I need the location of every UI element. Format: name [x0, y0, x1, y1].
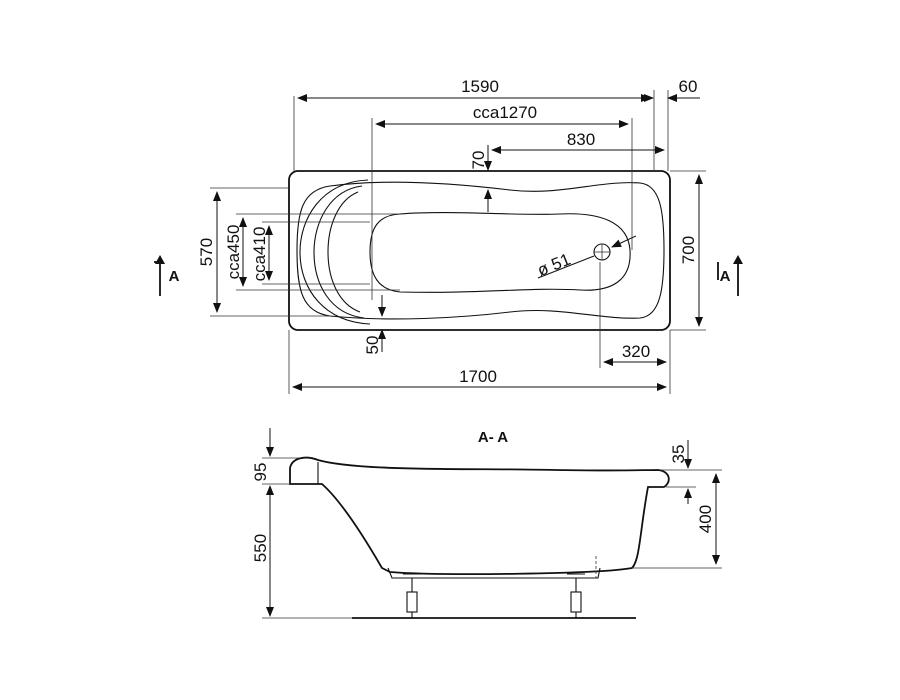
tub-profile	[289, 456, 670, 575]
dim-cca450: cca450	[224, 225, 243, 280]
svg-text:A: A	[720, 268, 731, 285]
dim-70: 70	[469, 151, 488, 170]
tub-basin	[369, 212, 631, 293]
dim-95: 95	[251, 463, 270, 482]
tub-outer-rim	[288, 170, 671, 331]
dim-570: 570	[197, 238, 216, 266]
tub-inner-contour	[296, 181, 665, 320]
headrest-mid	[313, 185, 365, 319]
dim-50: 50	[363, 336, 382, 355]
dim-550: 550	[251, 534, 270, 562]
leg-left	[403, 573, 421, 618]
section-title: A- A	[478, 429, 508, 446]
headrest-inner	[327, 191, 361, 313]
dim-830: 830	[567, 130, 595, 149]
section-view: A- A 95 550	[251, 428, 722, 619]
dim-320: 320	[622, 342, 650, 361]
headrest-outer	[299, 179, 371, 325]
dim-35: 35	[669, 445, 688, 464]
dim-drain-diameter: ø 51	[535, 250, 574, 280]
dim-60: 60	[679, 77, 698, 96]
dim-1700: 1700	[459, 367, 497, 386]
section-marker-right: A	[717, 255, 743, 296]
plan-view: 1590 60 cca1270 830 70 570 cca450 cca410…	[154, 77, 743, 394]
tub-bottom-frame	[387, 567, 601, 579]
svg-text:A: A	[169, 268, 180, 285]
section-marker-left: A	[154, 255, 180, 296]
dim-cca1270: cca1270	[473, 103, 537, 122]
dim-cca410: cca410	[250, 227, 269, 282]
dim-1590: 1590	[461, 77, 499, 96]
leg-right	[567, 573, 585, 618]
dim-400: 400	[696, 505, 715, 533]
dim-700: 700	[679, 236, 698, 264]
